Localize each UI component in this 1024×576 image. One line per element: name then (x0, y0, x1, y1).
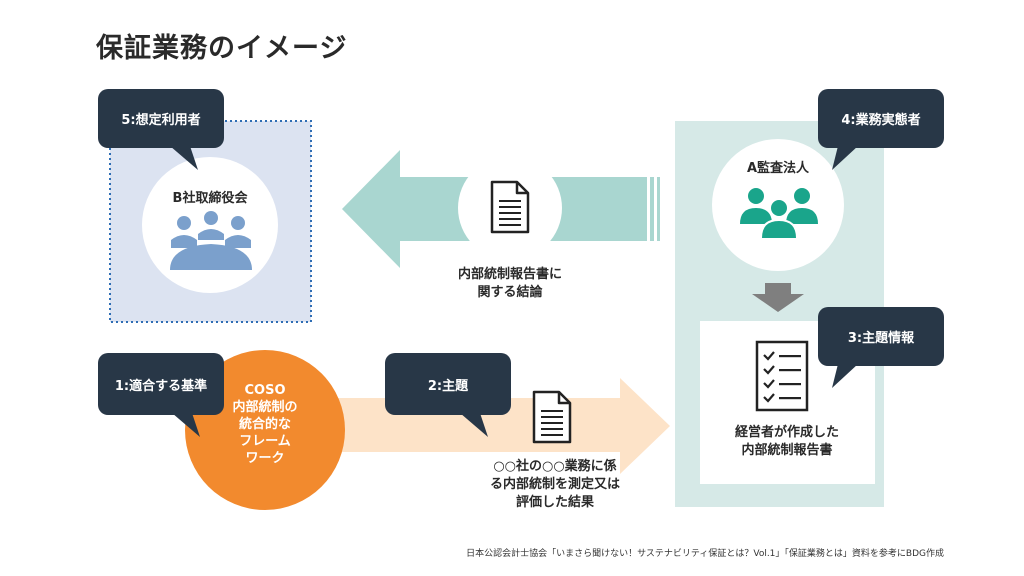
subject-info-line: 内部統制報告書 (741, 443, 833, 458)
subject-line: 評価した結果 (515, 495, 594, 510)
criteria-line: 内部統制の (232, 400, 298, 415)
page-title: 保証業務のイメージ (96, 33, 348, 64)
callout-practitioner: 4:業務実態者 (818, 89, 944, 148)
criteria-line: ワーク (245, 451, 285, 466)
callout-subject-info: 3:主題情報 (818, 307, 944, 366)
arrow-stripe (660, 177, 663, 241)
criteria-text: COSO 内部統制の 統合的な フレーム ワーク (205, 382, 325, 467)
criteria-line: フレーム (239, 434, 291, 449)
criteria-line: COSO (244, 383, 286, 398)
callout-subject: 2:主題 (385, 353, 511, 415)
callout-label: 3:主題情報 (847, 331, 915, 346)
arrow-stripe (647, 177, 650, 241)
source-note: 日本公認会計士協会「いまさら聞けない！サステナビリティ保証とは？Vol.1」「保… (466, 549, 944, 559)
callout-label: 2:主題 (427, 378, 469, 394)
subject-line: ○○社の○○業務に係 (493, 459, 617, 474)
callout-label: 5:想定利用者 (121, 113, 201, 128)
callout-label: 4:業務実態者 (841, 113, 921, 128)
conclusion-line: 関する結論 (477, 285, 543, 300)
subject-info-caption: 経営者が作成した 内部統制報告書 (712, 424, 862, 460)
meeting-people-icon (170, 211, 252, 270)
callout-tail (832, 364, 858, 388)
callout-criteria: 1:適合する基準 (98, 353, 224, 415)
subject-caption: ○○社の○○業務に係 る内部統制を測定又は 評価した結果 (470, 458, 640, 512)
conclusion-caption: 内部統制報告書に 関する結論 (440, 266, 580, 302)
criteria-line: 統合的な (238, 417, 291, 432)
subject-info-line: 経営者が作成した (734, 425, 839, 440)
conclusion-line: 内部統制報告書に (457, 267, 562, 282)
document-icon (532, 390, 572, 444)
practitioner-name: A監査法人 (746, 161, 810, 176)
arrow-stripe (654, 177, 657, 241)
group-people-icon (740, 188, 818, 238)
callout-tail (172, 413, 200, 437)
user-name: B社取締役会 (172, 191, 248, 206)
callout-intended-user: 5:想定利用者 (98, 89, 224, 148)
subject-line: る内部統制を測定又は (489, 477, 620, 492)
criteria-circle (185, 350, 345, 510)
checklist-icon (755, 340, 809, 412)
callout-tail (170, 146, 198, 170)
callout-tail (460, 413, 488, 437)
down-arrow (752, 283, 804, 312)
document-icon (490, 180, 530, 234)
callout-label: 1:適合する基準 (114, 378, 208, 394)
callout-tail (832, 146, 858, 170)
